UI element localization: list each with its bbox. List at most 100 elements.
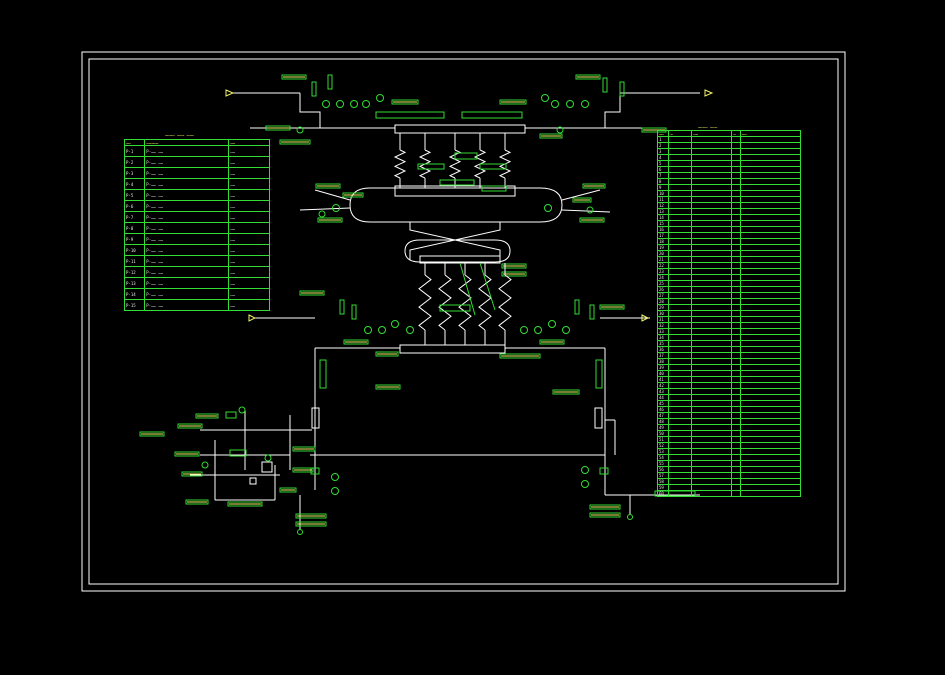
tag-box <box>343 339 369 345</box>
left-table-title: ………… ……… ……… <box>165 132 194 137</box>
tag-box <box>310 467 320 475</box>
tag-box <box>575 74 601 80</box>
table-cell: P-…… …… <box>144 222 230 234</box>
tag-box <box>391 99 419 105</box>
table-cell: P-8 <box>123 222 146 234</box>
instrument-stack <box>339 299 345 315</box>
instrument-bubble <box>318 210 326 218</box>
pipe-line <box>561 209 611 213</box>
table-cell: P-…… …… <box>144 299 230 311</box>
lower-header-box <box>399 344 506 354</box>
instrument-bubble <box>296 126 304 134</box>
table-cell: P-…… …… <box>144 189 230 201</box>
coil-zigzag <box>393 149 407 179</box>
table-cell: …… <box>228 189 270 201</box>
tag-box <box>295 513 327 519</box>
right-equipment-table: ……………………1 2 3 4 5 6 7 8 9 10 11 12 13 14… <box>656 130 802 497</box>
tag-box <box>295 521 327 527</box>
coil-zigzag <box>498 274 512 331</box>
instrument-bubble <box>378 326 386 334</box>
instrument-bubble <box>264 454 272 462</box>
instrument-bubble <box>544 204 552 212</box>
table-row: 60 <box>656 490 802 497</box>
instrument-bubble <box>556 126 564 134</box>
tag-box <box>499 99 527 105</box>
table-cell: …… <box>228 244 270 256</box>
tag-box <box>499 353 541 359</box>
table-cell: P-…… …… <box>144 145 230 157</box>
crossover-pipe <box>409 222 501 260</box>
table-cell: P-…… …… <box>144 277 230 289</box>
table-cell <box>739 490 802 497</box>
inner-border <box>88 58 839 585</box>
instrument-bubble <box>534 326 542 334</box>
table-cell: P-…… …… <box>144 255 230 267</box>
tag-box <box>501 271 527 277</box>
table-cell: …… <box>228 233 270 245</box>
table-cell: P-14 <box>123 288 146 300</box>
instrument-bubble <box>548 320 556 328</box>
tag-box <box>299 290 325 296</box>
tag-box <box>589 504 621 510</box>
valve <box>261 461 273 473</box>
tag-box <box>225 411 237 419</box>
instrument-stack <box>574 299 580 315</box>
table-cell: …… <box>228 299 270 311</box>
tag-box <box>539 133 563 139</box>
instrument-bubble <box>362 100 370 108</box>
top-header-box <box>394 124 526 134</box>
tag-box <box>375 351 399 357</box>
instrument-stack <box>351 304 357 320</box>
tag-box <box>599 467 609 475</box>
instrument-bubble <box>581 100 589 108</box>
table-cell: P-…… …… <box>144 266 230 278</box>
table-cell: P-…… …… <box>144 211 230 223</box>
table-cell: P-3 <box>123 167 146 179</box>
coil-zigzag <box>418 274 432 331</box>
tag-box <box>177 423 203 429</box>
table-cell: P-4 <box>123 178 146 190</box>
instrument-bubble <box>364 326 372 334</box>
tag-box <box>265 125 291 131</box>
coil-label <box>417 163 445 170</box>
table-cell: P-7 <box>123 211 146 223</box>
instrument-bubble <box>562 326 570 334</box>
tag-box <box>174 451 200 457</box>
table-cell: P-13 <box>123 277 146 289</box>
coil-zigzag <box>458 274 472 331</box>
table-cell: …… <box>228 266 270 278</box>
tag-box <box>281 74 307 80</box>
coil-label <box>454 152 478 160</box>
valve <box>249 477 257 485</box>
tag-box <box>579 217 605 223</box>
instrument-bubble <box>541 94 549 102</box>
tag-box <box>375 384 401 390</box>
instrument-bubble <box>350 100 358 108</box>
upper-drum-header <box>394 185 516 197</box>
table-cell: …… <box>228 222 270 234</box>
instrument-bubble <box>336 100 344 108</box>
tag-box <box>582 183 606 189</box>
table-cell: …… <box>228 200 270 212</box>
coil-label <box>439 304 471 312</box>
table-row: 27 <box>656 292 802 299</box>
left-tag-vertical <box>319 359 327 389</box>
instrument-bubble <box>566 100 574 108</box>
drum-label <box>481 185 507 192</box>
flow-arrow <box>248 314 257 322</box>
instrument-bubble <box>586 206 594 214</box>
instrument-bubble <box>551 100 559 108</box>
lower-drum <box>404 239 511 263</box>
table-cell: …… <box>228 255 270 267</box>
instrument-bubble <box>322 100 330 108</box>
instrument-stack <box>589 304 595 320</box>
